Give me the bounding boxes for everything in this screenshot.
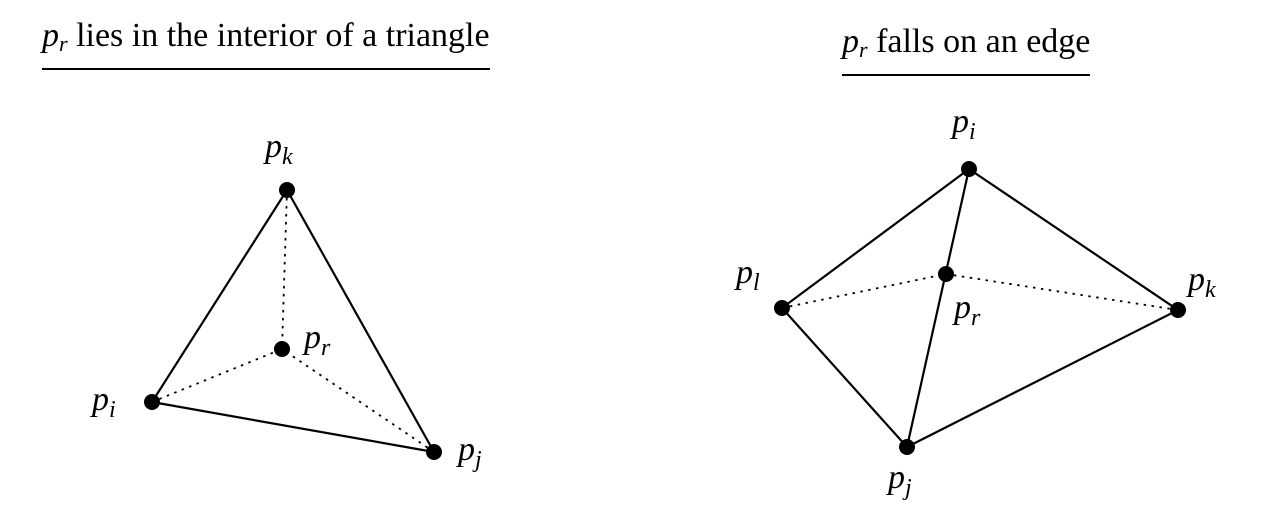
edge-pi-pj: [905, 168, 971, 448]
label-pi: pi: [950, 103, 976, 145]
edge-pi-pl: [781, 168, 970, 309]
vertex-pi: [961, 161, 977, 177]
vertex-pk: [279, 182, 295, 198]
label-pj: pj: [456, 431, 482, 473]
label-pj: pj: [886, 459, 912, 501]
edge-pi-pk: [968, 168, 1179, 311]
title-text: falls on an edge: [867, 23, 1091, 60]
dotted-edge-pr-pk: [945, 273, 1179, 311]
vertex-pl: [774, 300, 790, 316]
panel-title: pr lies in the interior of a triangle: [42, 16, 490, 70]
edge-pk-pi: [151, 189, 288, 403]
title-variable: pr: [42, 17, 68, 56]
label-pl: pl: [734, 254, 760, 296]
title-text: lies in the interior of a triangle: [67, 17, 490, 54]
panel-edge: pr falls on an edge pi pl pr pk pj: [636, 0, 1272, 523]
vertex-pj: [426, 444, 442, 460]
vertex-pr: [274, 341, 290, 357]
label-pk: pk: [263, 128, 293, 170]
label-pk: pk: [1186, 261, 1216, 303]
dotted-edge-pk-pr: [281, 189, 288, 350]
triangle-diagram: pk pr pi pj: [90, 128, 482, 473]
panel-interior: pr lies in the interior of a triangle pk…: [42, 16, 490, 473]
panel-title: pr falls on an edge: [842, 22, 1091, 76]
dotted-edge-pi-pr: [151, 348, 283, 403]
vertex-pk: [1170, 302, 1186, 318]
edge-pk-pj: [906, 309, 1179, 448]
label-pr: pr: [952, 289, 981, 331]
vertex-pj: [899, 439, 915, 455]
dotted-edge-pj-pr: [281, 348, 435, 453]
edge-pl-pj: [781, 307, 908, 448]
vertex-pr: [938, 266, 954, 282]
quadrilateral-diagram: pi pl pr pk pj: [734, 103, 1216, 501]
label-pi: pi: [90, 381, 116, 423]
vertex-pi: [144, 394, 160, 410]
edge-pi-pj: [151, 400, 435, 454]
title-variable: pr: [842, 23, 868, 62]
label-pr: pr: [302, 319, 331, 361]
edge-pk-pj: [286, 189, 435, 453]
